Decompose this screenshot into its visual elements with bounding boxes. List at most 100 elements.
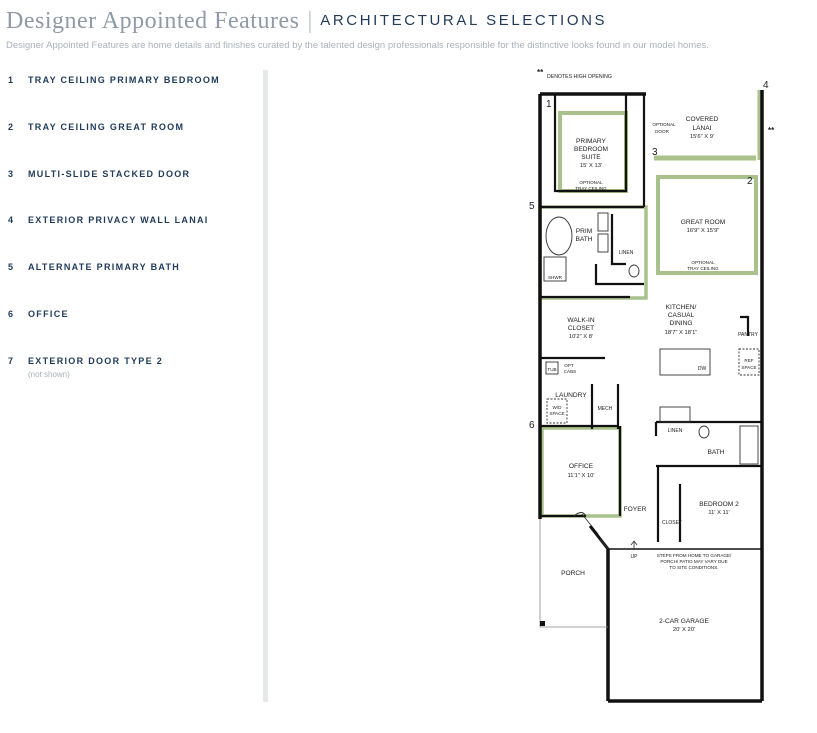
toilet-fixture	[698, 425, 710, 439]
optional-tray-note: OPTIONAL	[579, 180, 603, 185]
ref-space-label: REF	[744, 358, 753, 363]
kitchen-label: CASUAL	[668, 312, 695, 319]
callout-2: 2	[747, 176, 753, 187]
feature-label: ALTERNATE PRIMARY BATH	[28, 262, 181, 273]
callout-4: 4	[763, 80, 769, 91]
linen-label: LINEN	[668, 428, 683, 434]
interior-walls	[540, 94, 762, 542]
great-room-tray-highlight	[656, 175, 758, 275]
walk-in-closet-label: CLOSET	[568, 325, 594, 332]
primary-bedroom-dimensions: 15' X 13'	[580, 163, 602, 169]
shwr-label: SHWR	[548, 275, 563, 280]
laundry-label: LAUNDRY	[555, 392, 587, 399]
wall	[553, 94, 628, 193]
feature-note: (not shown)	[28, 369, 70, 379]
optional-door-note: DOOR	[655, 129, 669, 134]
primary-bedroom-label: PRIMARY	[576, 138, 607, 145]
steps-note: TO SITE CONDITIONS.	[669, 565, 718, 570]
prim-bath-label: BATH	[575, 236, 592, 243]
bath-label: BATH	[707, 449, 724, 456]
tub-fixture	[545, 216, 573, 256]
office-label: OFFICE	[569, 463, 594, 470]
callout-5: 5	[529, 201, 535, 212]
feature-label: MULTI-SLIDE STACKED DOOR	[28, 168, 191, 179]
feature-number: 2	[8, 121, 14, 132]
mech-label: MECH	[598, 406, 613, 412]
bedroom-2-dimensions: 11' X 11'	[708, 510, 729, 516]
tub-fixture	[545, 361, 559, 375]
callout-1: 1	[546, 99, 552, 110]
page-tagline: Designer Appointed Features are home det…	[6, 40, 709, 51]
wd-space-label: SPACE	[549, 411, 564, 416]
kitchen-label: KITCHEN/	[666, 304, 697, 311]
tub-label: TUB	[547, 367, 556, 372]
up-label: UP	[631, 554, 639, 560]
feature-number: 7	[8, 355, 14, 366]
wall	[740, 315, 750, 336]
great-room-dimensions: 16'9" X 15'9"	[687, 228, 720, 234]
feature-number: 1	[8, 75, 14, 85]
feature-number: 3	[8, 168, 14, 179]
pantry-label: PANTRY	[738, 332, 758, 338]
divider-bar	[263, 70, 268, 702]
feature-number: 6	[8, 308, 14, 319]
vanity-fixture	[597, 233, 609, 253]
page-header: Designer Appointed Features|ARCHITECTURA…	[6, 8, 607, 35]
porch-label: PORCH	[561, 570, 585, 577]
legend-text: DENOTES HIGH OPENING	[547, 74, 612, 80]
feature-number: 4	[8, 215, 14, 226]
shower-fixture	[543, 256, 567, 282]
floor-plan: ** DENOTES HIGH OPENING	[529, 68, 775, 703]
page-subtitle: ARCHITECTURAL SELECTIONS	[320, 12, 608, 29]
feature-label: TRAY CEILING GREAT ROOM	[28, 121, 185, 132]
covered-lanai-label: COVERED	[686, 116, 719, 123]
feature-label: OFFICE	[28, 308, 69, 319]
kitchen-island	[659, 348, 711, 376]
primary-bedroom-label: SUITE	[581, 154, 601, 161]
dw-label: DW	[698, 366, 707, 372]
garage-label: 2-CAR GARAGE	[659, 618, 709, 625]
linen-label: LINEN	[619, 250, 634, 256]
walk-in-closet-label: WALK-IN	[567, 317, 594, 324]
porch-post	[540, 621, 545, 626]
callouts: 1 2 3 4 5 6	[529, 80, 769, 431]
feature-label: EXTERIOR PRIVACY WALL LANAI	[28, 215, 209, 226]
bedroom-2-label: BEDROOM 2	[699, 501, 739, 508]
wd-space-box	[546, 398, 568, 424]
wall	[594, 264, 644, 286]
opt-cabs-label: OPT	[564, 363, 574, 368]
foyer-label: FOYER	[624, 506, 647, 513]
feature-number: 5	[8, 262, 14, 273]
ref-space-box	[738, 348, 760, 376]
callout-6: 6	[529, 420, 535, 431]
optional-door-note: OPTIONAL	[652, 122, 676, 127]
steps-note: PORCH/ PATIO MAY VARY DUE	[660, 559, 727, 564]
feature-label: TRAY CEILING PRIMARY BEDROOM	[28, 75, 220, 85]
fixtures	[543, 212, 760, 550]
wall	[610, 214, 626, 266]
walk-in-closet-dimensions: 10'2" X 8'	[569, 334, 593, 340]
office-dimensions: 11'1" X 10'	[567, 473, 594, 479]
office-highlight	[540, 426, 622, 518]
kitchen-dimensions: 18'7" X 18'1"	[665, 330, 698, 336]
kitchen-label: DINING	[669, 320, 692, 327]
toilet-fixture	[628, 264, 640, 278]
covered-lanai-dimensions: 15'6" X 9'	[690, 134, 714, 140]
porch-edge	[539, 519, 608, 628]
title-separator: |	[307, 8, 313, 34]
wd-space-label: W/D	[553, 405, 563, 410]
optional-tray-note: OPTIONAL	[691, 260, 715, 265]
feature-label: EXTERIOR DOOR TYPE 2	[28, 355, 164, 366]
optional-tray-note: TRAY CEILING	[575, 186, 607, 191]
room-labels: PRIMARY BEDROOM SUITE 15' X 13' OPTIONAL…	[547, 116, 758, 633]
legend: ** DENOTES HIGH OPENING	[537, 68, 612, 80]
vanity-fixture	[597, 212, 609, 232]
high-opening-mark: **	[768, 126, 775, 135]
range-fixture	[659, 406, 691, 423]
covered-lanai-label: LANAI	[692, 125, 711, 132]
primary-bedroom-label: BEDROOM	[574, 146, 608, 153]
up-arrow-head	[630, 540, 638, 546]
optional-tray-note: TRAY CEILING	[687, 266, 719, 271]
closet-label: CLOSET	[662, 520, 682, 526]
callout-3: 3	[652, 147, 658, 158]
